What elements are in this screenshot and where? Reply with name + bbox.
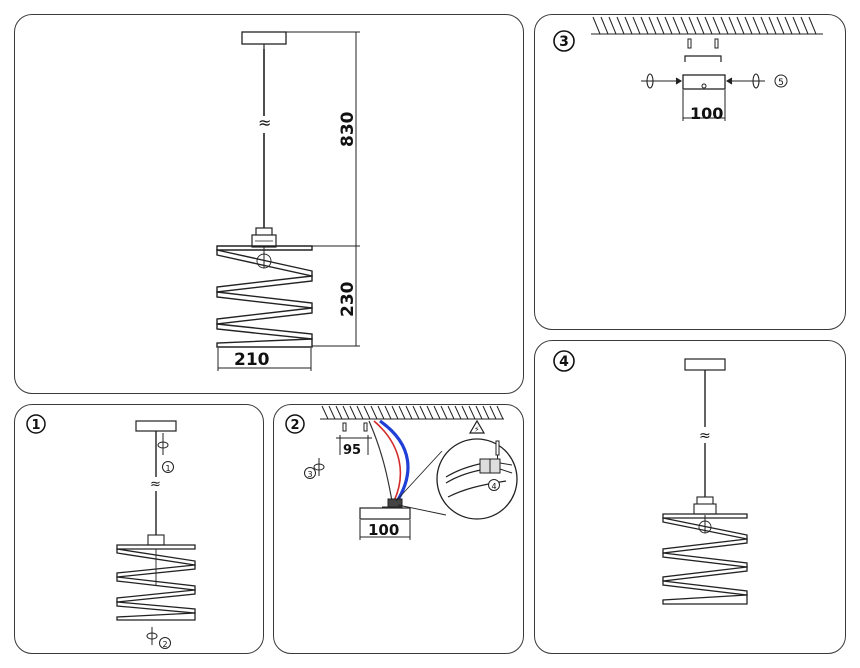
marker-5-badge [774, 74, 788, 88]
spiral-shade [116, 544, 196, 621]
step-4-number: 4 [559, 354, 569, 370]
marker-3-badge [304, 467, 316, 479]
dimension-95: 95 [343, 443, 361, 458]
marker-3: 3 [307, 470, 312, 479]
dimension-230: 230 [338, 281, 358, 317]
connection-detail [436, 438, 518, 520]
dimension-830: 830 [338, 111, 358, 147]
cord-break-symbol: ≈ [258, 113, 271, 132]
wire-red [373, 420, 402, 502]
mounting-bracket [684, 55, 722, 62]
step-3-drawing: 3 [553, 16, 823, 123]
rotate-arrow-icon [157, 433, 169, 455]
step-3-number: 3 [559, 34, 569, 50]
wire-connector [387, 498, 403, 508]
cord-break-symbol: ≈ [150, 477, 161, 492]
step-1-badge [26, 414, 46, 434]
spiral-shade [662, 513, 748, 605]
rotate-arrow-icon [641, 73, 765, 89]
marker-2-badge [159, 637, 171, 649]
spiral-shade [216, 245, 313, 348]
canopy [359, 507, 411, 520]
marker-4: 4 [491, 482, 496, 491]
canopy [135, 420, 177, 432]
ceiling-hatch [320, 405, 504, 420]
step-4-drawing: 4 ≈ [553, 350, 748, 605]
step-2-drawing: 2 95 3 [285, 405, 518, 540]
terminal-block [445, 458, 513, 498]
warning-symbol: ⚡ [474, 425, 480, 434]
canopy [682, 74, 726, 90]
rotate-arrow-icon [146, 627, 158, 645]
step-4-panel: 4 ≈ [534, 340, 846, 654]
canopy [241, 31, 287, 45]
step-3-badge [553, 30, 575, 52]
marker-2: 2 [162, 640, 167, 649]
cord-break-symbol: ≈ [699, 428, 711, 444]
marker-4-badge [488, 479, 500, 491]
mounting-screws [342, 422, 368, 432]
dimension-lines [217, 31, 360, 371]
canopy [684, 358, 726, 371]
dimension-100: 100 [690, 104, 723, 123]
rotate-arrow-icon [313, 458, 325, 476]
marker-1: 1 [165, 464, 170, 473]
step-3-panel: 3 [534, 14, 846, 330]
wire-blue [379, 419, 410, 504]
step-1-drawing: 1 ≈ 1 2 [26, 414, 196, 649]
step-2-panel: 2 95 3 [273, 404, 524, 654]
step-1-panel: 1 ≈ 1 2 [14, 404, 264, 654]
electric-warning-icon [468, 419, 486, 434]
step-2-badge [285, 414, 305, 434]
ceiling-hatch [591, 16, 823, 35]
step-4-badge [553, 350, 575, 372]
main-dimension-panel: ≈ 830 230 210 [14, 14, 524, 394]
lamp-dimension-drawing: ≈ 830 230 210 [216, 31, 360, 371]
step-1-number: 1 [31, 418, 40, 433]
mounting-screws [687, 38, 719, 49]
socket-holder [693, 503, 717, 515]
step-2-number: 2 [290, 418, 299, 433]
dimension-100: 100 [368, 521, 399, 539]
marker-1-badge [162, 461, 174, 473]
dimension-210: 210 [234, 350, 270, 370]
marker-5: 5 [778, 78, 784, 88]
